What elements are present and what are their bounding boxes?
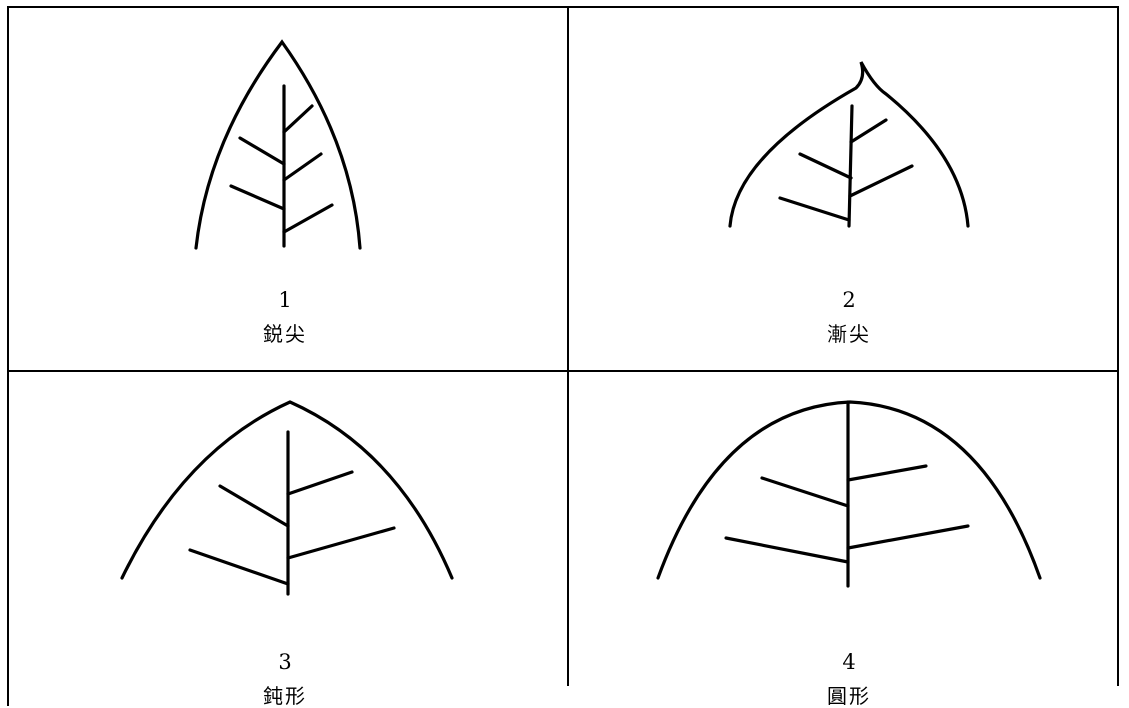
cell-1-label: 鋭尖 bbox=[215, 322, 355, 346]
row-divider bbox=[7, 370, 1119, 372]
cell-4-number: 4 bbox=[779, 650, 919, 674]
cell-3-number: 3 bbox=[215, 650, 355, 674]
column-divider bbox=[567, 6, 569, 686]
leaf-obtuse-diagram bbox=[110, 390, 470, 600]
cell-2-label: 漸尖 bbox=[779, 322, 919, 346]
right-border bbox=[1117, 6, 1119, 686]
leaf-acuminate-diagram bbox=[710, 50, 990, 240]
cell-1-number: 1 bbox=[215, 288, 355, 312]
cell-4-label: 圓形 bbox=[779, 684, 919, 708]
leaf-acute-diagram bbox=[180, 30, 380, 260]
cell-3-label: 鈍形 bbox=[215, 684, 355, 708]
leaf-rounded-diagram bbox=[650, 390, 1050, 600]
cell-2-number: 2 bbox=[779, 288, 919, 312]
